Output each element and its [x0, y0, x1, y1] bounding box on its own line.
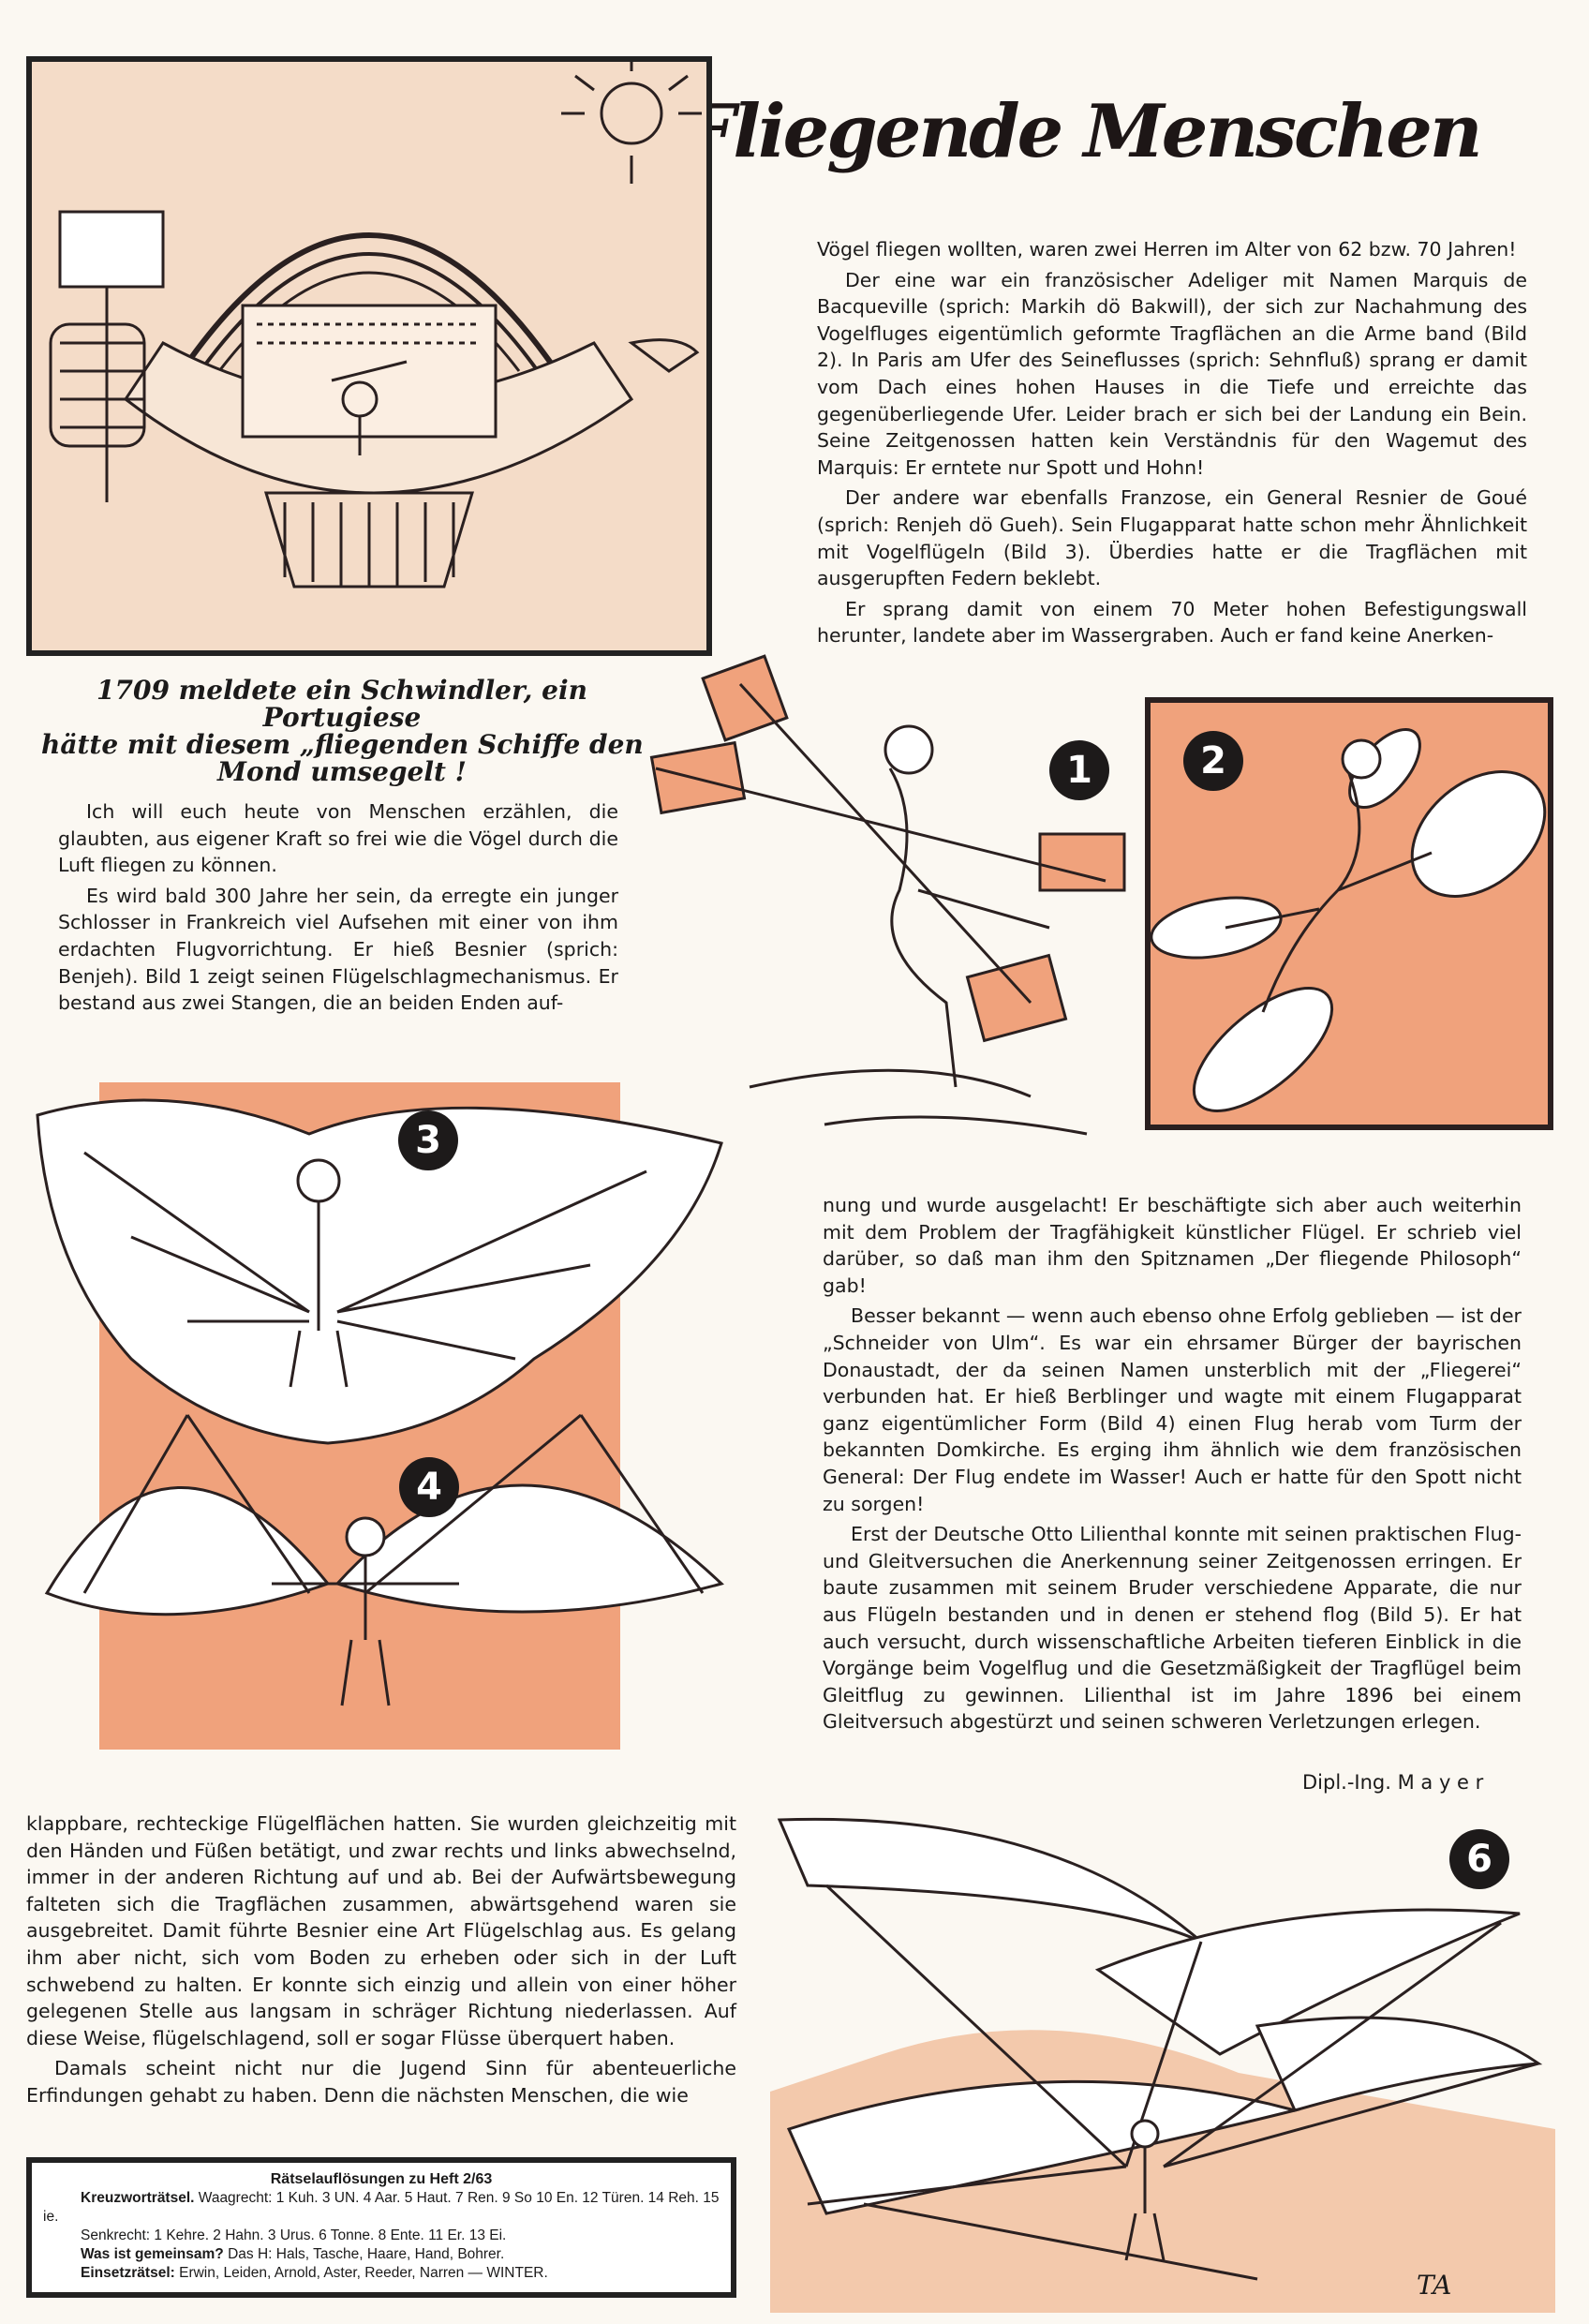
figure-number-3: 3	[398, 1110, 458, 1170]
figure-number-1: 1	[1049, 740, 1109, 800]
paragraph: Besser bekannt — wenn auch ebenso ohne E…	[823, 1304, 1522, 1515]
article-intro: Ich will euch heute von Menschen erzähle…	[58, 798, 618, 1020]
artist-mark: TA	[1417, 2270, 1452, 2301]
caption-line: Mond umsegelt !	[217, 756, 467, 787]
figure-2-bacqueville: 2	[1145, 697, 1553, 1130]
insert-label: Einsetzrätsel:	[81, 2265, 175, 2281]
figure-1-besnier: 1	[637, 647, 1143, 1171]
puzzle-solutions-box: Rätselauflösungen zu Heft 2/63 Kreuzwort…	[26, 2157, 736, 2298]
paragraph: Erst der Deutsche Otto Lilienthal konnte…	[823, 1523, 1522, 1734]
article-column-right-top: Vögel fliegen wollten, waren zwei Herren…	[817, 236, 1527, 653]
paragraph: Damals scheint nicht nur die Jugend Sinn…	[26, 2057, 736, 2107]
insert-answer: Erwin, Leiden, Arnold, Aster, Reeder, Na…	[179, 2265, 548, 2281]
figure-3-4-drawing	[36, 1098, 724, 1706]
paragraph: Ich will euch heute von Menschen erzähle…	[58, 800, 618, 877]
caption-line: 1709 meldete ein Schwindler, ein Portugi…	[97, 675, 587, 733]
common-label: Was ist gemeinsam?	[81, 2246, 224, 2262]
article-column-left-bottom: klappbare, rechteckige Flügelflächen hat…	[26, 1810, 736, 2113]
figure-number-2: 2	[1183, 731, 1243, 791]
puzzle-heading: Rätselauflösungen zu Heft 2/63	[270, 2171, 493, 2187]
caption-line: hätte mit diesem „fliegenden Schiffe den	[41, 729, 644, 760]
figure-number-4: 4	[399, 1457, 459, 1517]
paragraph: Vögel fliegen wollten, waren zwei Herren…	[817, 238, 1517, 261]
flying-ship-illustration	[26, 56, 712, 656]
page-title: Fliegende Menschen	[684, 89, 1483, 174]
crossword-across: Waagrecht: 1 Kuh. 3 UN. 4 Aar. 5 Haut. 7…	[43, 2190, 720, 2225]
article-column-right-middle: nung und wurde ausgelacht! Er beschäftig…	[823, 1192, 1522, 1739]
paragraph: klappbare, rechteckige Flügelflächen hat…	[26, 1812, 736, 2049]
paragraph: Er sprang damit von einem 70 Meter hohen…	[817, 597, 1527, 648]
paragraph: Der andere war ebenfalls Franzose, ein G…	[817, 486, 1527, 590]
crossword-label: Kreuzworträtsel.	[81, 2190, 195, 2206]
flying-ship-drawing	[49, 62, 702, 588]
illustration-caption: 1709 meldete ein Schwindler, ein Portugi…	[37, 677, 646, 785]
besnier-drawing	[649, 654, 1126, 1136]
sun-icon	[600, 82, 663, 145]
author-signature: Dipl.-Ing. M a y e r	[1302, 1771, 1484, 1794]
glider-drawing	[770, 1817, 1555, 2313]
common-answer: Das H: Hals, Tasche, Haare, Hand, Bohrer…	[228, 2246, 505, 2262]
figure-number-6: 6	[1449, 1829, 1509, 1889]
figure-6-lilienthal: 6 TA	[770, 1810, 1555, 2313]
paragraph: Der eine war ein französischer Adeliger …	[817, 268, 1527, 479]
paragraph: Es wird bald 300 Jahre her sein, da erre…	[58, 884, 618, 1015]
paragraph: nung und wurde ausgelacht! Er beschäftig…	[823, 1194, 1522, 1297]
bacqueville-drawing	[1151, 727, 1547, 1112]
crossword-down: Senkrecht: 1 Kehre. 2 Hahn. 3 Urus. 6 To…	[81, 2227, 507, 2243]
